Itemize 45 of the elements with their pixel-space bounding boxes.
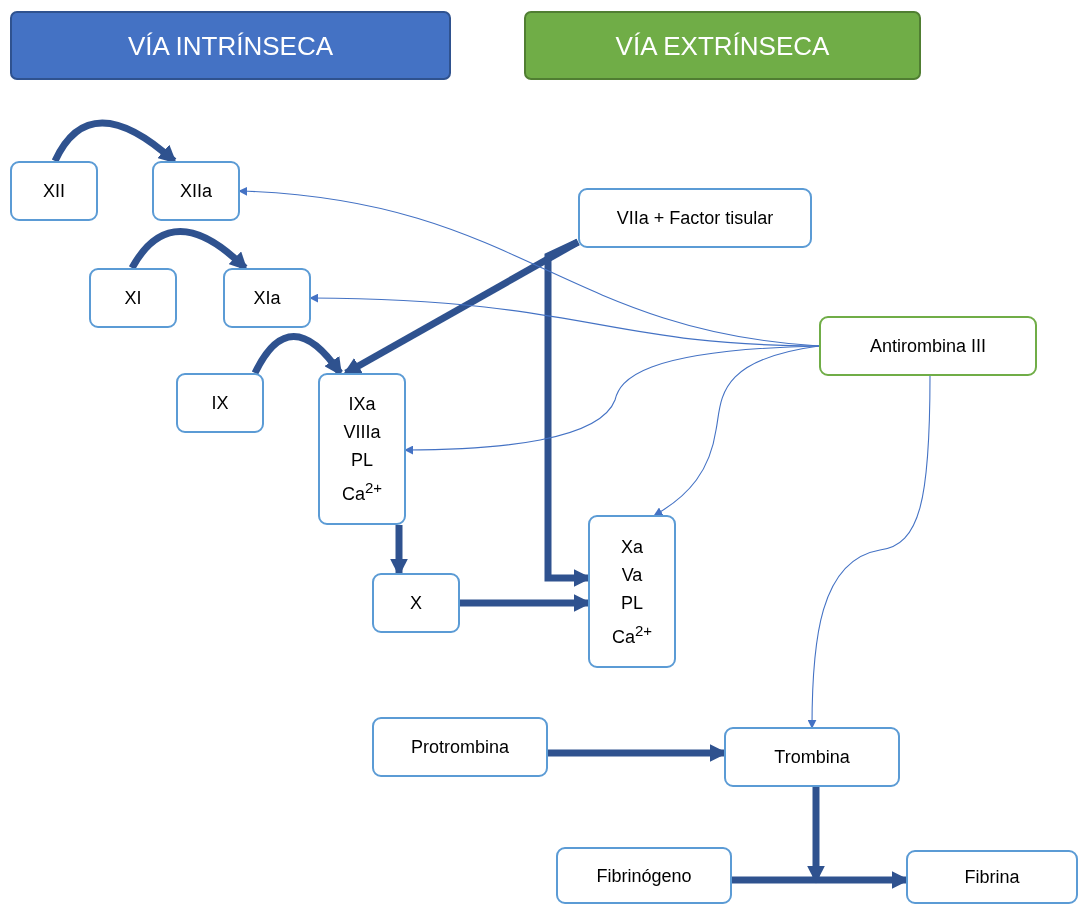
factor-label: VIIa + Factor tisular <box>616 207 774 230</box>
process-box <box>578 188 812 248</box>
process-box <box>556 847 732 904</box>
process-box <box>176 373 264 433</box>
arrow <box>309 293 820 347</box>
process-box <box>819 316 1037 376</box>
process-box <box>318 373 406 525</box>
factor-label: Fibrina <box>964 866 1020 889</box>
arrow <box>251 333 343 376</box>
factor-label: Antirombina III <box>869 335 987 358</box>
factor-label: Fibrinógeno <box>596 864 692 888</box>
process-box <box>906 850 1078 904</box>
factor-label: XIIa <box>180 180 212 203</box>
factor-label: Xa <box>621 535 643 559</box>
factor-label: X <box>410 592 422 615</box>
factor-label: PL <box>621 591 643 615</box>
process-box <box>724 727 900 787</box>
process-box <box>223 268 311 328</box>
header-title: VÍA INTRÍNSECA <box>127 31 334 60</box>
factor-label: IXa <box>348 393 376 416</box>
arrow <box>807 375 931 729</box>
process-box <box>372 573 460 633</box>
factor-label: IX <box>211 392 229 415</box>
factor-label: Ca$^{2+}$ <box>611 620 653 649</box>
arrow <box>404 345 820 455</box>
arrow <box>129 228 248 271</box>
process-box <box>10 161 98 221</box>
factor-label: Va <box>621 563 643 587</box>
factor-label: Trombina <box>774 746 850 769</box>
factor-label: VIIIa <box>343 421 381 444</box>
factor-label: XI <box>124 287 142 310</box>
process-box <box>588 515 676 668</box>
factor-label: PL <box>351 449 373 472</box>
arrow <box>653 345 820 516</box>
header-banner <box>524 11 921 80</box>
arrow <box>51 119 177 164</box>
header-title: VÍA EXTRÍNSECA <box>615 31 830 60</box>
header-banner <box>10 11 451 80</box>
factor-label: Protrombina <box>410 736 509 759</box>
factor-label: XIa <box>253 287 281 310</box>
factor-label: Ca$^{2+}$ <box>341 478 383 506</box>
process-box <box>372 717 548 777</box>
process-box <box>152 161 240 221</box>
factor-label: XII <box>43 180 65 203</box>
process-box <box>89 268 177 328</box>
